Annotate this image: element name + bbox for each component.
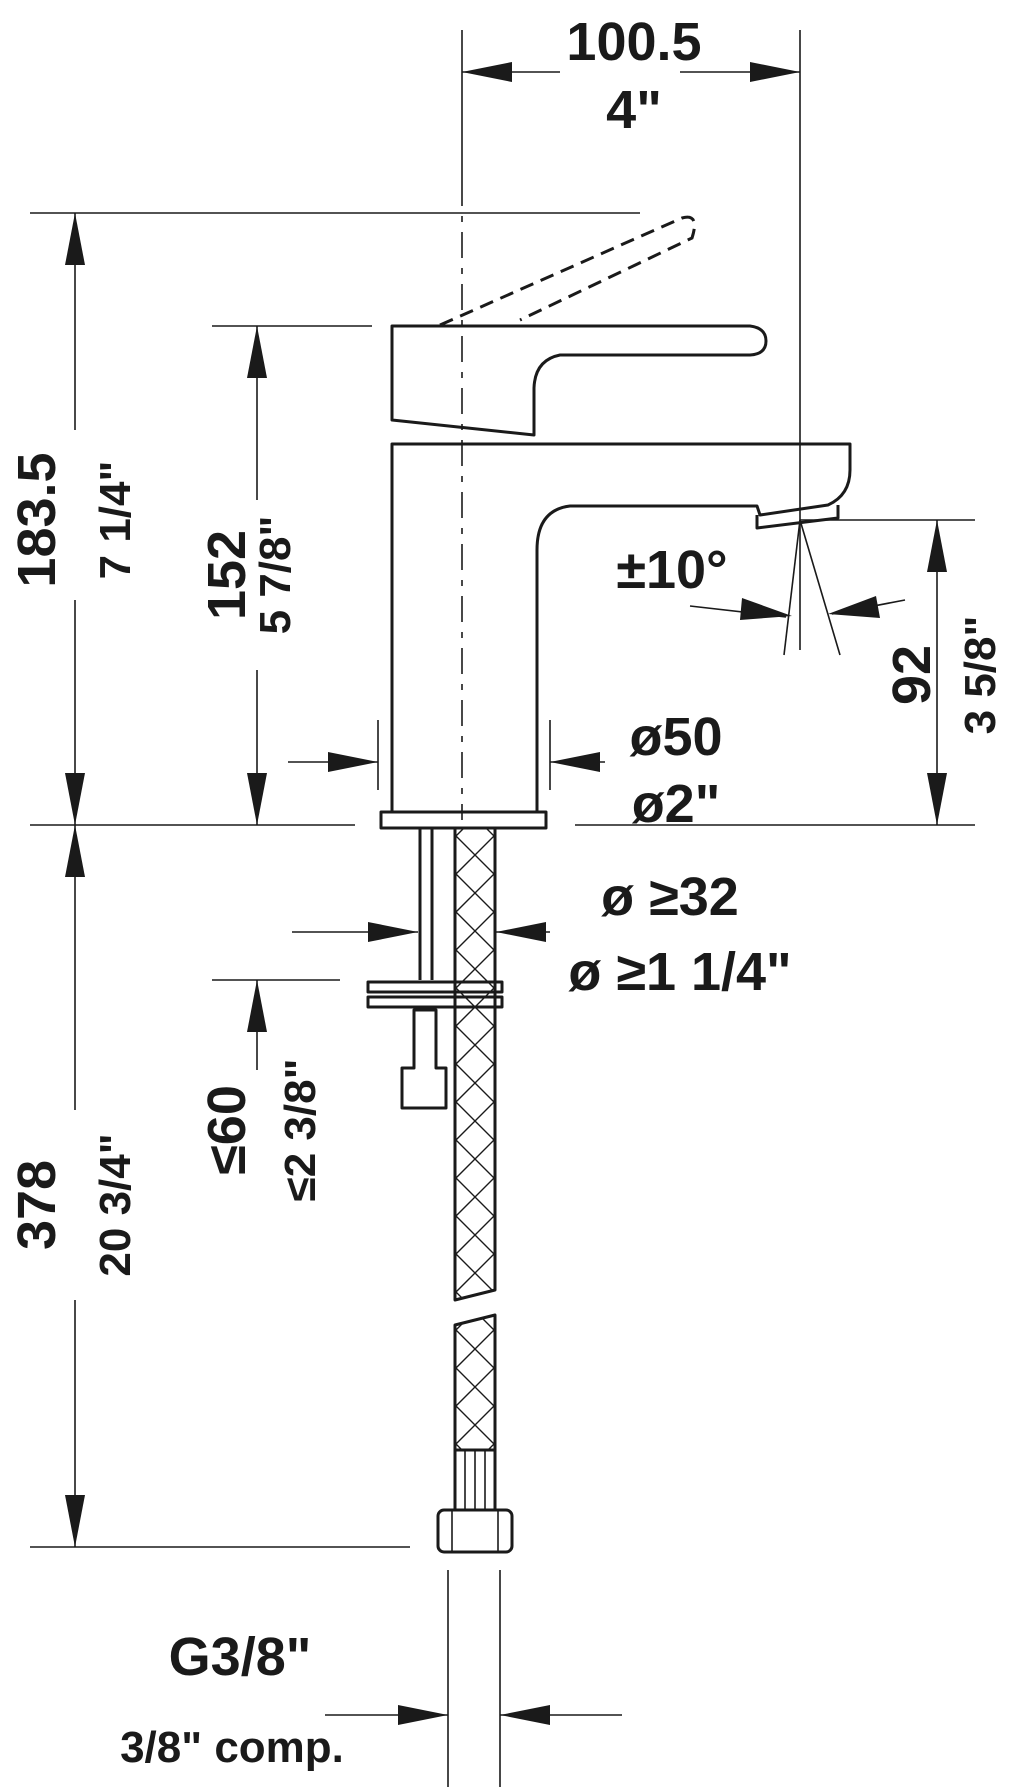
- lever: [390, 324, 768, 437]
- spout-reach-metric: 100.5: [566, 12, 701, 72]
- mounting-washer: [366, 980, 504, 994]
- hole-diameter-metric: ø ≥32: [601, 867, 739, 927]
- lever-raised-ghost: [439, 215, 696, 327]
- body-height-metric: 152: [197, 530, 257, 620]
- hose-connector-nut: [436, 1508, 514, 1554]
- hole-diameter-imperial: ø ≥1 1/4": [568, 942, 791, 1002]
- spout-height-imperial: 3 5/8": [956, 616, 1005, 735]
- base-diameter-metric: ø50: [629, 707, 722, 767]
- spout-reach-imperial: 4": [606, 80, 662, 140]
- body-height-imperial: 5 7/8": [251, 516, 300, 635]
- mounting-plate: [366, 995, 504, 1009]
- mounting-hardware: [366, 828, 504, 1110]
- flexible-hose: [436, 826, 514, 1554]
- faucet-body: [390, 442, 852, 814]
- total-height-imperial: 7 1/4": [91, 461, 140, 580]
- spout-height-metric: 92: [882, 645, 942, 705]
- hose-length-imperial: 20 3/4": [91, 1133, 140, 1276]
- extension-lines: [30, 30, 975, 1787]
- connection-metric: G3/8": [169, 1627, 312, 1687]
- total-height-metric: 183.5: [7, 452, 67, 587]
- base-diameter-imperial: ø2": [632, 774, 721, 834]
- base-ring: [379, 810, 548, 830]
- faucet-outline: [379, 215, 852, 830]
- swivel-angle-lines: [783, 519, 841, 656]
- swivel-angle-label: ±10°: [616, 540, 727, 600]
- hose-length-metric: 378: [7, 1160, 67, 1250]
- connection-imperial: 3/8" comp.: [120, 1723, 344, 1772]
- counter-thickness-imperial: ≤2 3/8": [276, 1059, 325, 1202]
- counter-thickness-metric: ≤60: [197, 1085, 257, 1175]
- dimension-lines: [65, 62, 947, 1725]
- mounting-nut: [400, 1008, 448, 1110]
- aerator: [755, 505, 840, 530]
